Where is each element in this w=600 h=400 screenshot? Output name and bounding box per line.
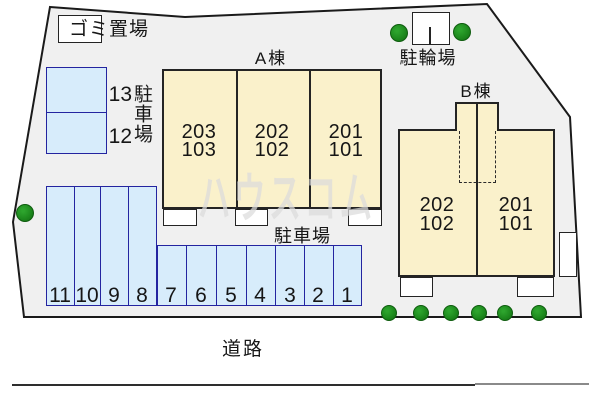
divider xyxy=(332,246,334,305)
parking-space-number: 4 xyxy=(254,284,266,307)
unit-upper: 202 xyxy=(254,121,290,143)
tree-icon xyxy=(471,305,487,321)
entrance-porch xyxy=(235,209,268,226)
parking-space-number: 10 xyxy=(75,284,99,307)
parking-block-side xyxy=(46,67,107,154)
unit-lower: 103 xyxy=(181,139,217,161)
parking-area-side-label: 駐車場 xyxy=(131,84,152,144)
entrance-porch xyxy=(348,209,382,226)
divider xyxy=(73,187,75,305)
entrance-porch xyxy=(163,209,197,226)
unit-lower: 101 xyxy=(498,213,534,235)
building-a xyxy=(162,69,382,209)
road-line xyxy=(12,384,475,386)
tree-icon xyxy=(443,305,459,321)
divider xyxy=(245,246,247,305)
road-line xyxy=(475,383,589,385)
garbage-area-label: ゴミ置場 xyxy=(69,19,150,40)
parking-space-13-label: 13 xyxy=(108,83,132,106)
tree-icon xyxy=(390,24,408,42)
divider xyxy=(215,246,217,305)
building-b-name: B棟 xyxy=(460,82,493,101)
tree-icon xyxy=(413,305,429,321)
parking-space-12-label: 12 xyxy=(108,125,132,148)
parking-space-number: 3 xyxy=(284,284,296,307)
divider xyxy=(99,187,101,305)
parking-block-tall xyxy=(46,186,157,306)
divider xyxy=(236,71,238,207)
parking-space-number: 7 xyxy=(165,284,177,307)
divider xyxy=(47,111,106,113)
parking-space-number: 1 xyxy=(341,284,353,307)
building-b-unit-1: 202 102 xyxy=(406,194,468,235)
parking-space-number: 11 xyxy=(49,284,71,307)
unit-upper: 202 xyxy=(419,194,455,216)
garbage-area-box xyxy=(58,15,102,43)
building-a-unit-2: 202 102 xyxy=(241,121,303,161)
building-a-name: A棟 xyxy=(254,49,288,68)
entrance-porch xyxy=(517,277,554,297)
road-label: 道路 xyxy=(221,339,264,360)
parking-space-number: 9 xyxy=(108,284,120,307)
parking-area-main-label: 駐車場 xyxy=(274,226,331,246)
unit-lower: 102 xyxy=(254,139,290,161)
unit-upper: 201 xyxy=(328,121,364,143)
building-b-dashed-stair-area xyxy=(459,131,496,183)
divider xyxy=(303,246,305,305)
tree-icon xyxy=(453,23,471,41)
divider xyxy=(185,246,187,305)
building-b-unit-2: 201 101 xyxy=(485,194,547,235)
unit-lower: 102 xyxy=(419,213,455,235)
tree-icon xyxy=(381,305,397,321)
parking-space-number: 6 xyxy=(195,284,207,307)
bicycle-parking-label: 駐輪場 xyxy=(399,48,457,68)
unit-upper: 201 xyxy=(498,194,534,216)
building-a-unit-1: 203 103 xyxy=(168,121,230,161)
unit-lower: 101 xyxy=(328,139,364,161)
parking-space-number: 8 xyxy=(136,284,148,307)
bicycle-parking-door-line xyxy=(429,27,431,44)
parking-space-number: 2 xyxy=(312,284,324,307)
tree-icon xyxy=(497,305,513,321)
bicycle-parking-box xyxy=(412,12,450,45)
tree-icon xyxy=(531,305,547,321)
building-b-divider xyxy=(476,104,478,275)
entrance-porch xyxy=(400,277,433,297)
unit-upper: 203 xyxy=(181,121,217,143)
tree-icon xyxy=(16,204,34,222)
divider xyxy=(127,187,129,305)
parking-block-short xyxy=(157,245,362,306)
building-a-unit-3: 201 101 xyxy=(315,121,377,161)
parking-space-number: 5 xyxy=(225,284,237,307)
divider xyxy=(274,246,276,305)
watermark: ハウスコム xyxy=(198,169,375,229)
side-structure xyxy=(559,232,577,277)
divider xyxy=(309,71,311,207)
